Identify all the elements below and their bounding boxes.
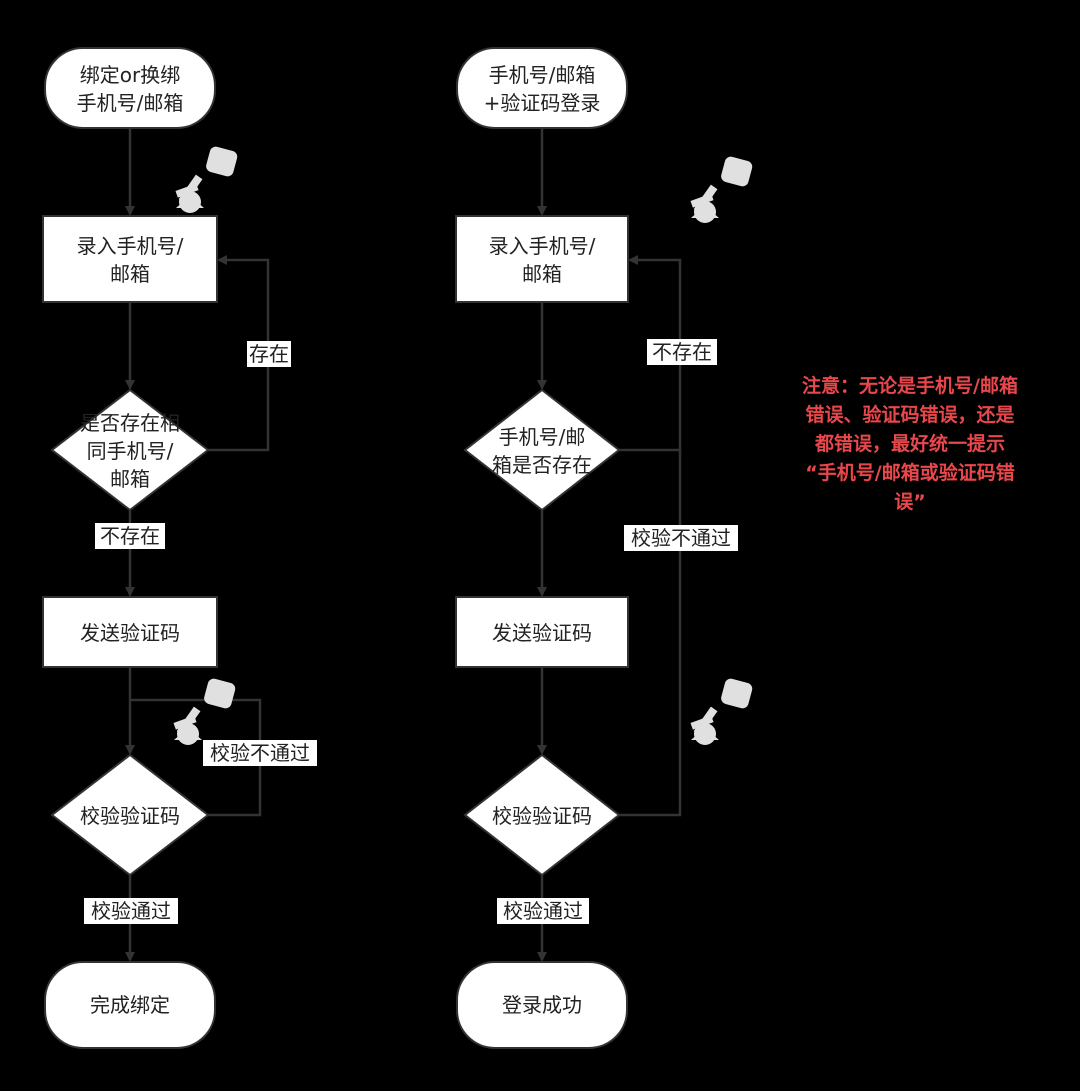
left-input-node: [42, 215, 218, 303]
left-input-line2: 邮箱: [110, 262, 150, 286]
right-verify-text: 校验验证码: [492, 804, 592, 828]
left-end-text: 完成绑定: [90, 993, 170, 1017]
left-send-code-node: [42, 596, 218, 668]
hacker-figure-icon: [690, 155, 754, 223]
left-start-line1: 绑定or换绑: [80, 63, 180, 87]
note-line: 错误、验证码错误，还是: [805, 404, 1015, 426]
note-line: 误”: [894, 491, 926, 513]
right-pass-label: 校验通过: [503, 899, 583, 923]
right-check-line1: 手机号/邮: [499, 425, 586, 449]
left-exists-decision: [50, 388, 210, 512]
note-line: 注意：无论是手机号/邮箱: [802, 375, 1018, 397]
hacker-figure-icon: [690, 677, 754, 745]
right-input-line2: 邮箱: [522, 262, 562, 286]
right-check-line2: 箱是否存在: [492, 453, 592, 477]
right-input-line1: 录入手机号/: [489, 234, 596, 258]
note-line: “手机号/邮箱或验证码错: [805, 462, 1015, 484]
left-exists-label: 存在: [249, 342, 289, 366]
left-check-line2: 同手机号/: [87, 439, 174, 463]
hacker-figure-icon: [175, 145, 239, 213]
left-send-code-text: 发送验证码: [80, 621, 180, 645]
note-line: 都错误，最好统一提示: [814, 433, 1005, 455]
right-exists-decision: [463, 388, 621, 512]
right-send-code-text: 发送验证码: [492, 621, 592, 645]
right-send-code-node: [455, 596, 629, 668]
left-end-node: [44, 961, 216, 1049]
left-check-line3: 邮箱: [110, 467, 150, 491]
right-fail-label: 校验不通过: [631, 526, 731, 550]
right-start-line2: +验证码登录: [484, 91, 601, 115]
hacker-figure-icon: [173, 677, 237, 745]
note-annotation: 注意：无论是手机号/邮箱 错误、验证码错误，还是 都错误，最好统一提示 “手机号…: [770, 372, 1050, 517]
left-not-exists-label: 不存在: [100, 524, 160, 548]
left-pass-label: 校验通过: [91, 899, 171, 923]
left-start-node: [44, 47, 216, 129]
left-verify-text: 校验验证码: [80, 804, 180, 828]
left-check-line1: 是否存在相: [80, 411, 180, 435]
right-end-text: 登录成功: [502, 993, 582, 1017]
right-end-node: [456, 961, 628, 1049]
left-verify-decision: [50, 753, 210, 877]
left-input-line1: 录入手机号/: [77, 234, 184, 258]
right-verify-decision: [463, 753, 621, 877]
right-start-line1: 手机号/邮箱: [489, 63, 596, 87]
right-not-exists-label: 不存在: [652, 340, 712, 364]
left-fail-label: 校验不通过: [210, 741, 310, 765]
left-start-line2: 手机号/邮箱: [77, 91, 184, 115]
right-start-node: [456, 47, 628, 129]
right-input-node: [455, 215, 629, 303]
